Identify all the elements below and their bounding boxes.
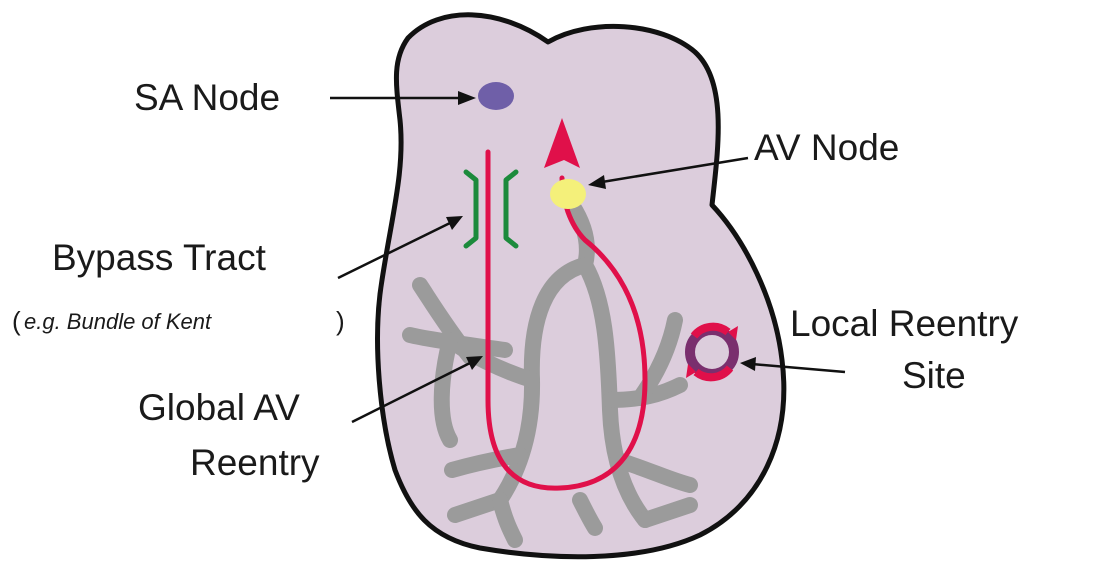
- local-reentry-label-line2: Site: [902, 355, 966, 396]
- av-node: [550, 179, 586, 209]
- bypass-tract-example: e.g. Bundle of Kent: [24, 309, 212, 334]
- sa-node-label: SA Node: [134, 77, 280, 118]
- sa-node: [478, 82, 514, 110]
- bypass-paren-open: (: [12, 306, 21, 336]
- bypass-tract-label: Bypass Tract: [52, 237, 267, 278]
- global-reentry-label-line2: Reentry: [190, 442, 320, 483]
- bypass-paren-close: ): [336, 306, 345, 336]
- local-reentry-label-line1: Local Reentry: [790, 303, 1019, 344]
- av-node-label: AV Node: [754, 127, 899, 168]
- heart-outline: [378, 15, 784, 557]
- global-reentry-label-line1: Global AV: [138, 387, 300, 428]
